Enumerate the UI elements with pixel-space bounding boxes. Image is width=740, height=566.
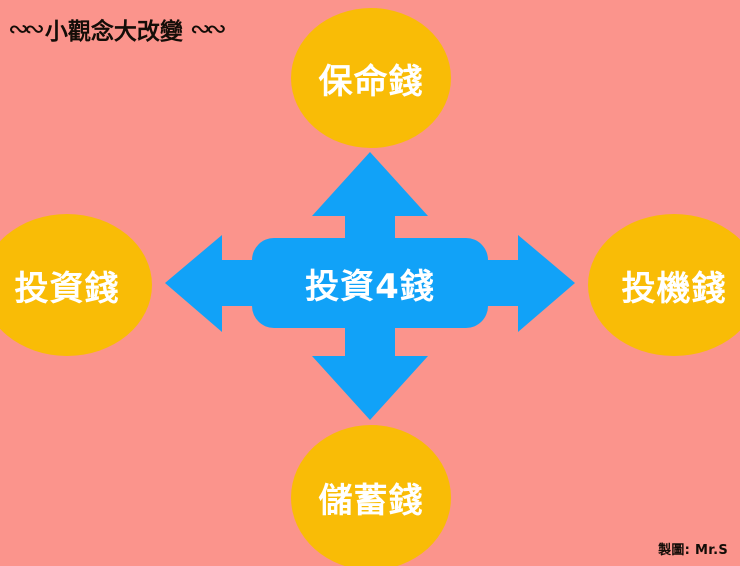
node-circle-top[interactable]: 保命錢: [291, 8, 451, 148]
arrow-down-icon: [312, 310, 428, 420]
node-circle-left[interactable]: 投資錢: [0, 214, 152, 356]
swirl-ornament-left-icon: ∾∾: [8, 13, 45, 43]
page-title: ∾∾ 小觀念大改變 ∾∾: [8, 12, 227, 46]
node-label-left: 投資錢: [14, 268, 120, 309]
node-label-right: 投機錢: [621, 268, 727, 309]
node-circle-bottom[interactable]: 儲蓄錢: [291, 425, 451, 566]
arrow-left-icon: [165, 235, 272, 332]
node-circle-right[interactable]: 投機錢: [588, 214, 740, 356]
arrow-right-icon: [468, 235, 575, 332]
center-node-shape: [252, 238, 488, 328]
node-label-bottom: 儲蓄錢: [318, 481, 424, 521]
credit-text: 製圖: Mr.S: [658, 543, 728, 558]
arrow-up-icon: [312, 152, 428, 262]
swirl-ornament-right-icon: ∾∾: [189, 13, 227, 43]
node-label-top: 保命錢: [318, 61, 424, 102]
title-text: 小觀念大改變: [44, 19, 183, 45]
